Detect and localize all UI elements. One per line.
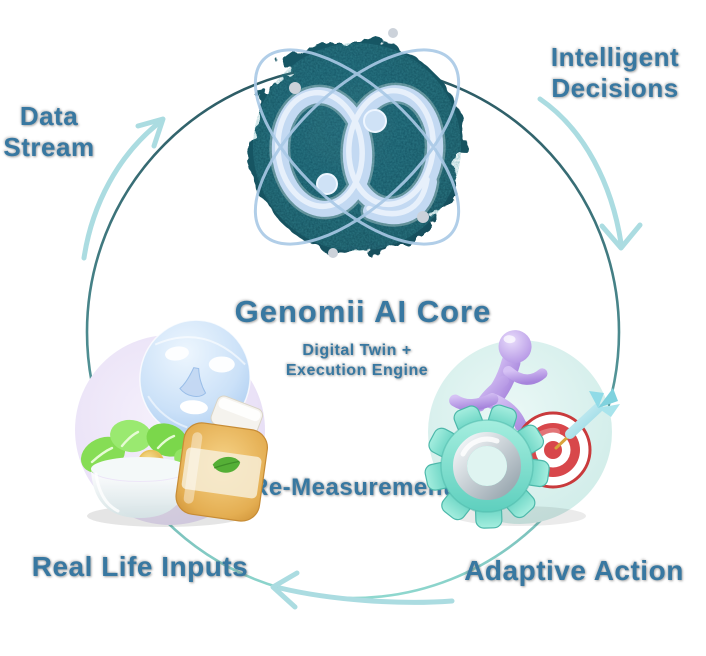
bottle-label (181, 447, 262, 499)
core-subtitle-line1: Digital Twin + (302, 342, 412, 359)
core-glyph (269, 82, 446, 227)
real-life-inputs-illustration (75, 319, 268, 527)
core-subtitle: Digital Twin + Execution Engine (4, 341, 706, 380)
gear-icon (424, 404, 550, 529)
atom-ai-core-logo (250, 28, 464, 258)
supplement-bottle-icon (175, 395, 268, 522)
label-intelligent-decisions-line2: Decisions (551, 72, 679, 103)
label-adaptive-action: Adaptive Action (464, 555, 684, 586)
label-intelligent-decisions-line1: Intelligent (550, 42, 680, 72)
curved-arrow-left-icon (270, 570, 455, 610)
salad-bowl-icon (80, 419, 202, 518)
label-data-stream-line2: Stream (3, 131, 95, 162)
label-real-life-inputs: Real Life Inputs (31, 551, 249, 582)
atom-orbits (253, 48, 461, 246)
adaptive-action-illustration (424, 330, 620, 529)
label-re-measurement: Re-Measurement (251, 474, 452, 501)
curved-arrow-down-icon (537, 96, 643, 251)
core-subtitle-line2: Execution Engine (285, 361, 429, 379)
label-data-stream-line1: Data (19, 101, 79, 131)
label-data-stream: Data Stream (0, 101, 102, 162)
curved-arrow-up-right-icon (81, 116, 166, 261)
label-intelligent-decisions: Intelligent Decisions (536, 42, 694, 103)
electron-dots (289, 28, 429, 258)
core-title: Genomii AI Core (234, 294, 492, 329)
